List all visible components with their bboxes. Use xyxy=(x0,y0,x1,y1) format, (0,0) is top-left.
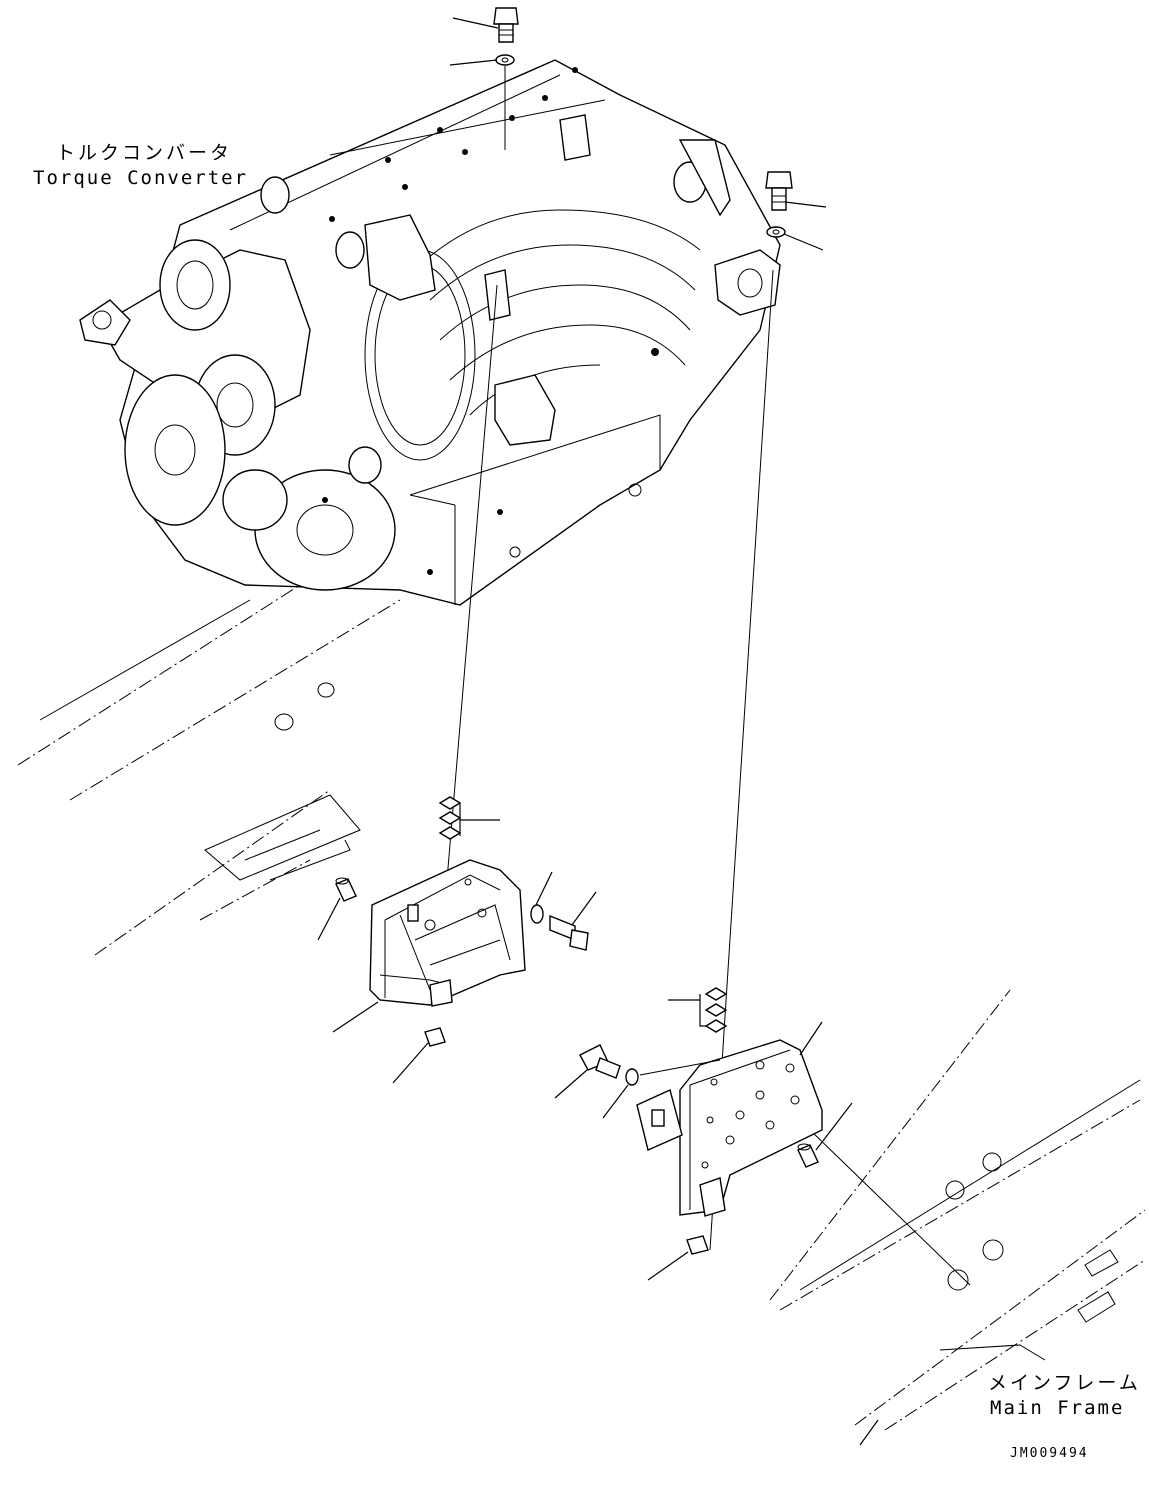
drawing-code: JM009494 xyxy=(1010,1446,1089,1461)
right-mount-bracket xyxy=(636,1039,823,1217)
main-frame-label-jp: メインフレーム xyxy=(988,1372,1141,1394)
torque-converter-label-en: Torque Converter xyxy=(33,167,249,189)
washer-top-left-icon xyxy=(495,54,515,66)
right-side-bolt-icon xyxy=(579,1044,621,1079)
leader-lines xyxy=(317,17,879,1446)
main-frame-right-outline xyxy=(769,989,1146,1431)
right-dowel-pin-icon xyxy=(797,1143,819,1168)
left-side-washer-icon xyxy=(530,904,544,924)
right-stopper-block-icon xyxy=(686,1235,709,1255)
left-dowel-pin-icon xyxy=(335,877,357,902)
left-shims-icon xyxy=(438,796,462,840)
torque-converter-body xyxy=(79,59,781,606)
left-stopper-block-icon xyxy=(424,1027,446,1047)
torque-converter-label-jp: トルクコンバータ xyxy=(56,142,233,164)
right-side-washer-icon xyxy=(625,1068,639,1086)
right-shims-icon xyxy=(704,987,728,1033)
left-mount-bracket xyxy=(369,859,526,1007)
main-frame-left-outline xyxy=(17,584,401,956)
left-side-bolt-icon xyxy=(549,914,589,951)
bolt-top-right-icon xyxy=(765,171,793,211)
main-frame-label-en: Main Frame xyxy=(990,1397,1125,1419)
washer-top-right-icon xyxy=(766,226,786,238)
bolt-top-left-icon xyxy=(493,7,519,43)
